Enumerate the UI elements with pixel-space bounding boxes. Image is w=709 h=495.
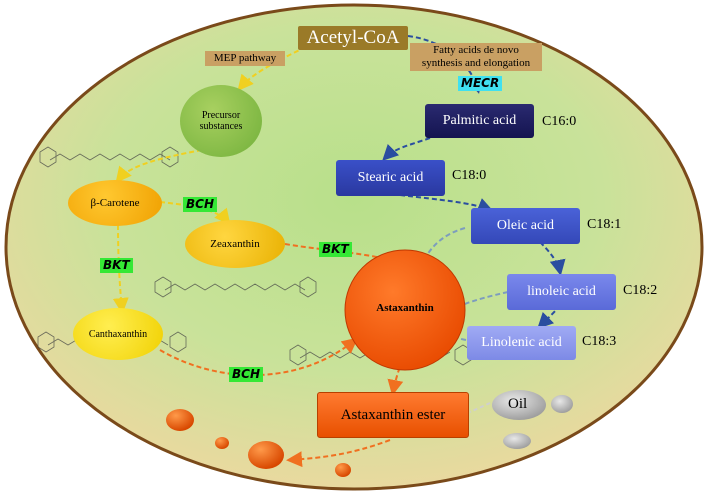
palmitic-acid-code: C16:0: [542, 114, 577, 129]
arrow-oil-to-ester: [469, 402, 491, 413]
oil-body-small: [503, 433, 531, 449]
oil-droplet: [335, 463, 351, 477]
enzyme-bkt-2: BKT: [319, 242, 352, 257]
canthaxanthin-node: Canthaxanthin: [73, 308, 163, 360]
fatty-acid-synthesis-tag: Fatty acids de novo synthesis and elonga…: [410, 43, 542, 71]
beta-carotene-node: β-Carotene: [68, 180, 162, 226]
oleic-acid-box: Oleic acid: [471, 208, 580, 244]
arrow-palmitic-to-stearic: [382, 137, 431, 161]
oil-label: Oil: [508, 396, 528, 412]
palmitic-acid-box: Palmitic acid: [425, 104, 534, 138]
astaxanthin-node: [344, 249, 466, 371]
acetyl-coa-label: Acetyl-CoA: [306, 27, 400, 48]
linoleic-acid-box: linoleic acid: [507, 274, 616, 310]
acetyl-coa-node: Acetyl-CoA: [298, 26, 408, 50]
arrow-linoleic-to-astaxanthin: [461, 291, 509, 306]
oil-droplet: [166, 409, 194, 431]
linoleic-acid-code: C18:2: [623, 283, 658, 298]
enzyme-mecr: MECR: [458, 76, 503, 91]
oil-body: [492, 390, 546, 420]
arrow-carotene-to-zeaxanthin: [159, 201, 231, 226]
arrow-ester-to-droplets: [286, 439, 391, 468]
enzyme-bch-2: BCH: [229, 367, 263, 382]
linolenic-acid-box: Linolenic acid: [467, 326, 576, 360]
astaxanthin-ester-box: Astaxanthin ester: [317, 392, 469, 438]
oleic-acid-code: C18:1: [587, 217, 622, 232]
astaxanthin-label: Astaxanthin: [376, 302, 434, 314]
zeaxanthin-node: Zeaxanthin: [185, 220, 285, 268]
linolenic-acid-code: C18:3: [582, 334, 617, 349]
precursor-node: Precursor substances: [180, 85, 262, 157]
oil-droplet: [215, 437, 229, 449]
arrow-precursor-to-carotene: [115, 149, 203, 184]
mep-pathway-tag: MEP pathway: [205, 51, 285, 66]
oil-body-small: [551, 395, 573, 413]
arrow-carotene-to-canthaxanthin: [112, 224, 129, 314]
oil-droplet: [248, 441, 284, 469]
arrow-canthaxanthin-to-astaxanthin: [159, 337, 359, 377]
enzyme-bch-1: BCH: [183, 197, 217, 212]
arrow-stearic-to-oleic: [399, 194, 494, 213]
arrow-oleic-to-linoleic: [539, 241, 566, 276]
enzyme-bkt-1: BKT: [100, 258, 133, 273]
stearic-acid-box: Stearic acid: [336, 160, 445, 196]
stearic-acid-code: C18:0: [452, 168, 487, 183]
